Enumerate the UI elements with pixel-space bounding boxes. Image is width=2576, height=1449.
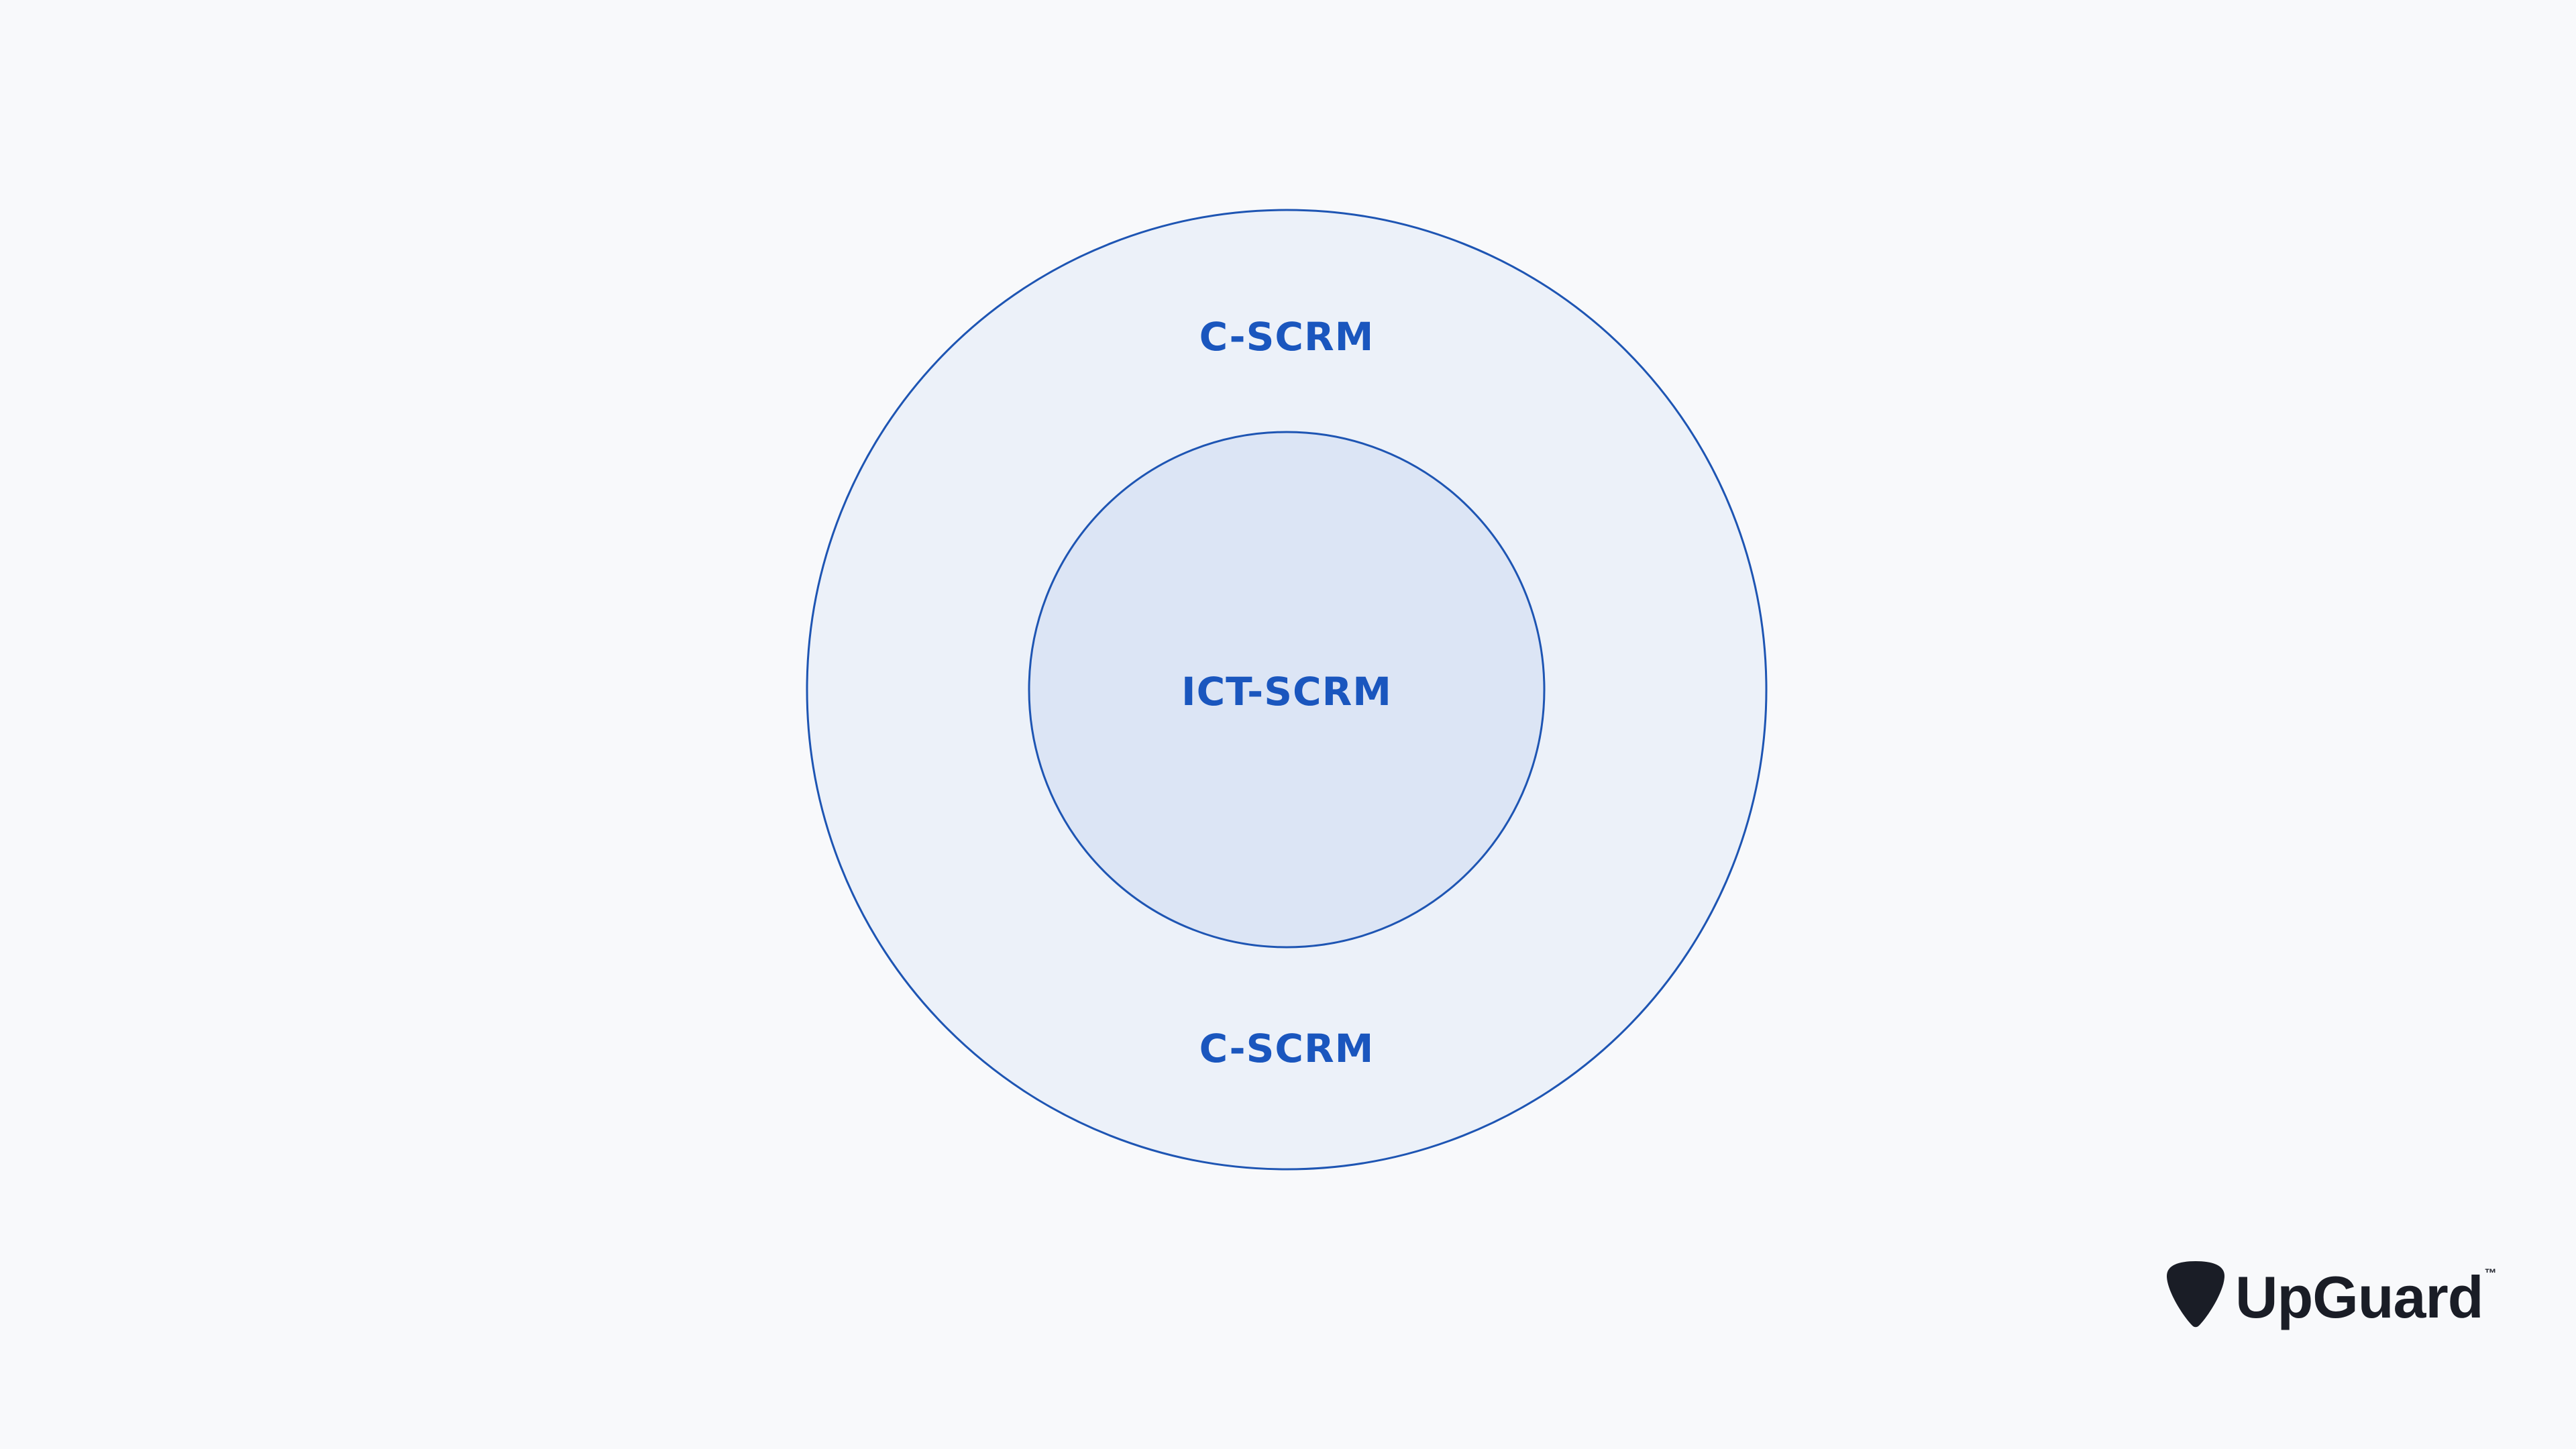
- outer-label-top: C-SCRM: [1199, 314, 1375, 360]
- inner-label: ICT-SCRM: [1181, 669, 1392, 714]
- guitar-pick-shape: [2167, 1261, 2224, 1328]
- trademark-symbol: ™: [2484, 1266, 2497, 1280]
- upguard-logo: UpGuard ™: [2164, 1258, 2496, 1328]
- guitar-pick-icon: [2167, 1261, 2224, 1328]
- inner-circle-ict-scrm: [1028, 431, 1546, 949]
- outer-label-bottom: C-SCRM: [1199, 1026, 1375, 1071]
- upguard-wordmark: UpGuard: [2235, 1264, 2483, 1330]
